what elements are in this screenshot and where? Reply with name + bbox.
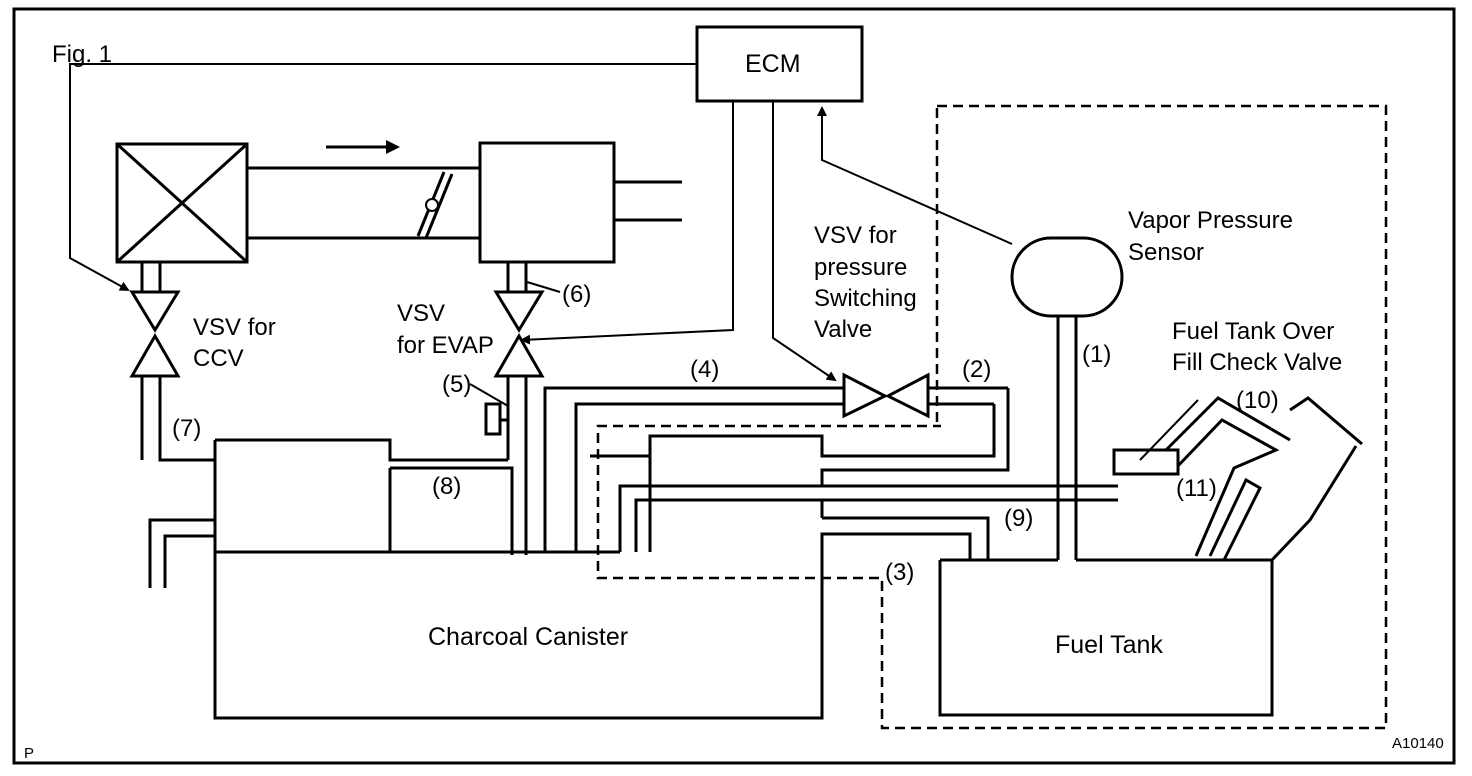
vsv-pressure-label-2: pressure bbox=[814, 254, 907, 281]
callout-3: (3) bbox=[885, 559, 914, 586]
vsv-pressure-label-4: Valve bbox=[814, 316, 872, 343]
vsv-ccv-valve bbox=[129, 262, 181, 460]
callout-5: (5) bbox=[442, 371, 471, 398]
charcoal-canister-label: Charcoal Canister bbox=[428, 623, 628, 651]
corner-mark: P bbox=[24, 745, 34, 762]
callout-2: (2) bbox=[962, 356, 991, 383]
fill-check-valve-label-2: Fill Check Valve bbox=[1172, 349, 1342, 376]
vsv-evap-label-2: for EVAP bbox=[397, 332, 494, 359]
callout-8: (8) bbox=[432, 473, 461, 500]
vsv-ccv-label-1: VSV for bbox=[193, 314, 276, 341]
air-cleaner bbox=[115, 142, 249, 264]
filler-neck bbox=[1158, 396, 1291, 561]
figure-label: Fig. 1 bbox=[52, 41, 112, 68]
canister-internal-pipes bbox=[543, 386, 1118, 560]
fuel-tank-label: Fuel Tank bbox=[1055, 631, 1163, 659]
fill-check-valve-label-1: Fuel Tank Over bbox=[1172, 318, 1334, 345]
vapor-pressure-sensor bbox=[1010, 236, 1124, 318]
vapor-pressure-sensor-label-1: Vapor Pressure bbox=[1128, 207, 1293, 234]
figure-code: A10140 bbox=[1392, 735, 1444, 752]
callout-7: (7) bbox=[172, 415, 201, 442]
vsv-ccv-label-2: CCV bbox=[193, 345, 244, 372]
vsv-pressure-label-3: Switching bbox=[814, 285, 917, 312]
callout-6: (6) bbox=[562, 281, 591, 308]
vsv-evap-label-1: VSV bbox=[397, 300, 445, 327]
callout-11: (11) bbox=[1176, 475, 1217, 502]
intake-manifold bbox=[478, 141, 682, 264]
callout-1: (1) bbox=[1082, 341, 1111, 368]
tank-module-boundary bbox=[596, 104, 1388, 730]
callout-10: (10) bbox=[1236, 387, 1279, 414]
charcoal-canister bbox=[148, 438, 1058, 720]
figure-frame bbox=[12, 7, 1456, 765]
callout-4: (4) bbox=[690, 356, 719, 383]
ecm-signal-lines bbox=[69, 63, 1013, 382]
intake-duct bbox=[247, 140, 482, 240]
ecm-label: ECM bbox=[745, 50, 801, 78]
vsv-evap-valve bbox=[484, 262, 545, 555]
fuel-tank bbox=[938, 316, 1363, 717]
vapor-pressure-sensor-label-2: Sensor bbox=[1128, 239, 1204, 266]
callout-9: (9) bbox=[1004, 505, 1033, 532]
vsv-pressure-switching-valve bbox=[842, 372, 1008, 419]
vsv-pressure-label-1: VSV for bbox=[814, 222, 897, 249]
